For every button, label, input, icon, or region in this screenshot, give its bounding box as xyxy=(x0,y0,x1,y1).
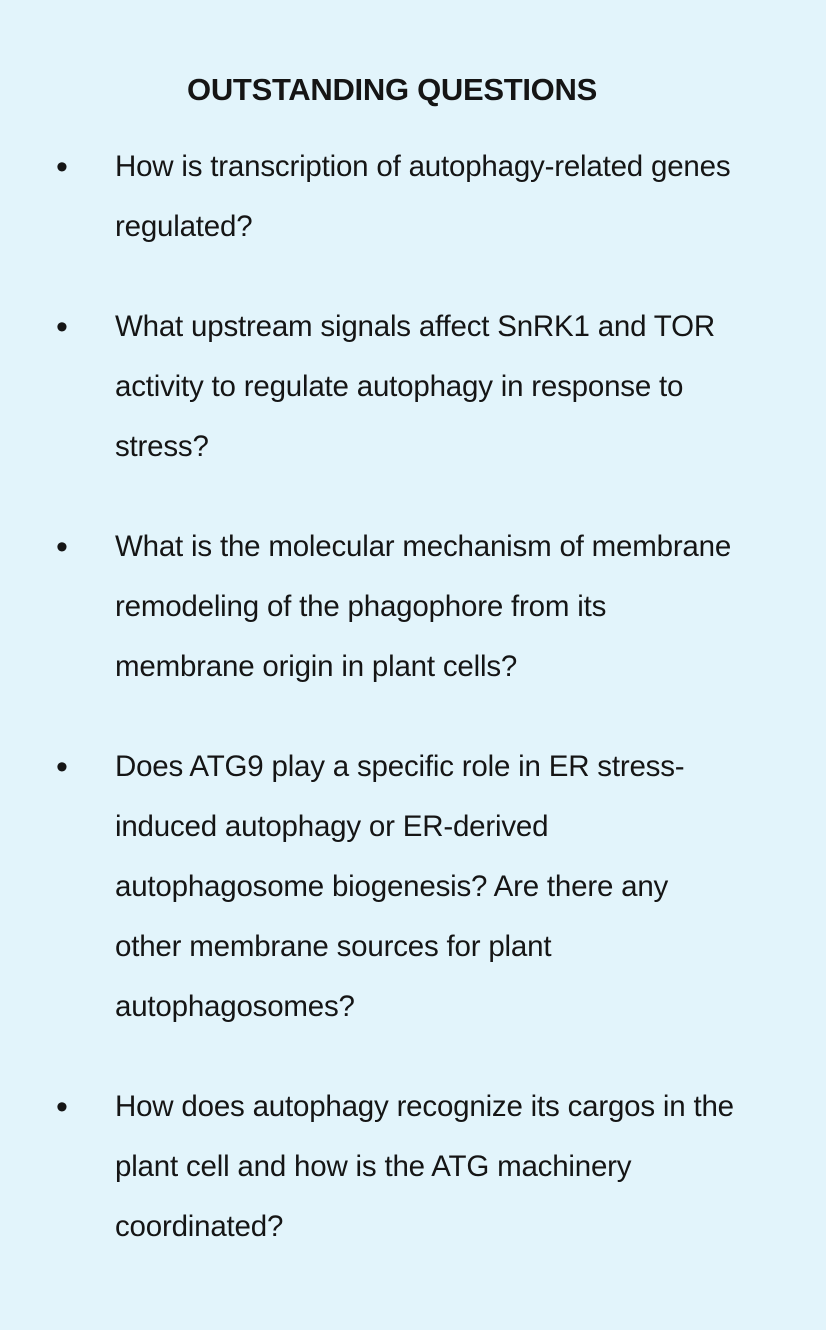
question-text: How does autophagy recognize its cargos … xyxy=(115,1090,734,1243)
list-item: • What is the molecular mechanism of mem… xyxy=(0,517,826,697)
question-text: Does ATG9 play a specific role in ER str… xyxy=(115,750,685,1023)
panel-title: OUTSTANDING QUESTIONS xyxy=(187,72,597,107)
question-text: How is transcription of autophagy-relate… xyxy=(115,150,731,243)
list-item: • What upstream signals affect SnRK1 and… xyxy=(0,297,826,477)
list-item: • How is transcription of autophagy-rela… xyxy=(0,137,826,257)
bullet-icon: • xyxy=(56,308,68,346)
list-item: • How does autophagy recognize its cargo… xyxy=(0,1077,826,1257)
bullet-icon: • xyxy=(56,748,68,786)
bullet-icon: • xyxy=(56,528,68,566)
bullet-icon: • xyxy=(56,148,68,186)
question-text: What is the molecular mechanism of membr… xyxy=(115,530,732,683)
bullet-icon: • xyxy=(56,1088,68,1126)
question-list: • How is transcription of autophagy-rela… xyxy=(0,137,826,1297)
list-item: • Does ATG9 play a specific role in ER s… xyxy=(0,737,826,1037)
question-text: What upstream signals affect SnRK1 and T… xyxy=(115,310,715,463)
